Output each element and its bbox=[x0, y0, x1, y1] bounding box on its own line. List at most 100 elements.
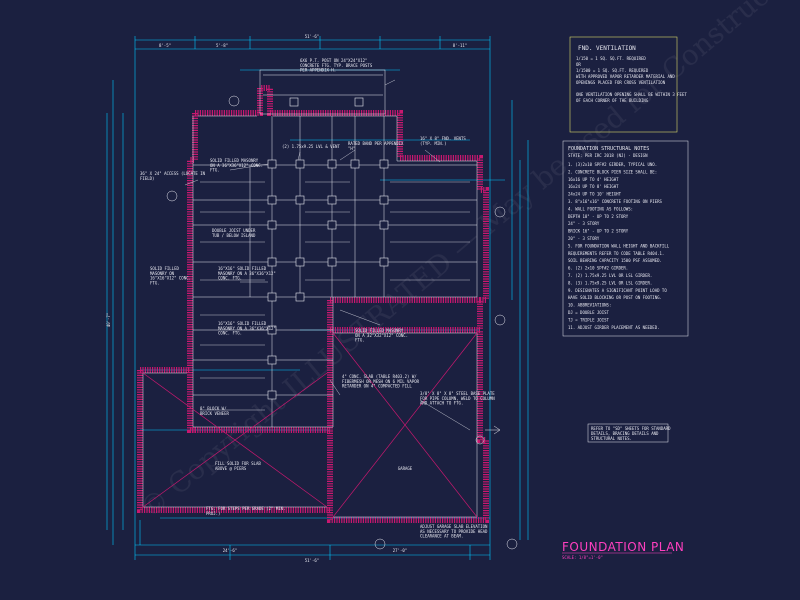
struct-lines-line: BRICK 16" - UP TO 2 STORY bbox=[568, 229, 629, 234]
ventilation-notes-box bbox=[569, 36, 678, 133]
reference-note-line: DETAILS, BRACING DETAILS AND bbox=[591, 431, 659, 436]
struct-lines-line: HAVE SOLID BLOCKING OR POST ON FOOTING. bbox=[568, 295, 662, 300]
reference-note: REFER TO "SD" SHEETS FOR STANDARDDETAILS… bbox=[591, 426, 671, 441]
struct-lines-line: 11. ADJUST GIRDER PLACEMENT AS NEEDED. bbox=[568, 325, 660, 330]
callout-crawl-access: FIELD) bbox=[140, 176, 154, 181]
foundation-outlines bbox=[142, 69, 478, 518]
structural-notes-box bbox=[562, 140, 689, 337]
callout-vents: (TYP. MIN.) bbox=[420, 141, 447, 146]
dim-bottom-right: 27'-0" bbox=[393, 548, 407, 553]
structural-title: FOUNDATION STRUCTURAL NOTES bbox=[568, 146, 649, 152]
reference-note-box bbox=[587, 423, 669, 443]
struct-lines-line: TJ = TRIPLE JOIST bbox=[568, 317, 610, 322]
struct-lines-line: 6. (2) 2x10 SPF#2 GIRDER. bbox=[568, 266, 628, 271]
dim-top: 51'-6" bbox=[305, 34, 319, 39]
struct-lines-line: DEPTH 18" - UP TO 2 STORY bbox=[568, 214, 629, 219]
callouts bbox=[184, 79, 471, 431]
section-markers bbox=[166, 95, 518, 550]
vent-lines-line: 1/1500 = 1 SQ. SQ.FT. REQUIRED bbox=[576, 68, 649, 73]
callout-rated-band: "H" bbox=[348, 146, 355, 151]
struct-lines-line: 10. ABBREVIATIONS: bbox=[568, 303, 611, 308]
callout-solid-pier-2: MASONRY ON A 36"X36"X12" bbox=[218, 271, 276, 276]
callout-steps: PROJ.) bbox=[206, 511, 220, 516]
struct-lines-line: 20" - 3 STORY bbox=[568, 236, 600, 241]
callout-solid-masonry: ON A 32"X32"X12" CONC. bbox=[355, 333, 408, 338]
struct-lines-line: 8. (3) 1.75x9.25 LVL OR LSL GIRDER. bbox=[568, 280, 652, 285]
dim-top-left: 8'-5" bbox=[159, 43, 171, 48]
callout-garage-slab: CLEARANCE AT BEAM. bbox=[420, 534, 463, 539]
structural-subtitle: STATE: PER IRC 2018 (NJ) - DESIGN bbox=[568, 153, 648, 158]
callout-solid-pier-2: CONC. FTG. bbox=[218, 276, 242, 281]
callout-slab: RETARDER ON 4" COMPACTED FILL bbox=[342, 384, 412, 389]
sheet-scale: SCALE: 1/8"=1'-0" bbox=[562, 555, 603, 560]
callout-slab: FIBERMESH OR MESH ON 6 MIL VAPOR bbox=[342, 379, 420, 384]
callout-base-plate: FOR PIPE COLUMN, WELD TO COLUMN bbox=[420, 396, 495, 401]
dim-bottom-left: 24'-6" bbox=[223, 548, 237, 553]
struct-lines-line: 24x24 UP TO 10' HEIGHT bbox=[568, 192, 622, 197]
vent-lines-line: ONE VENTILATION OPENING SHALL BE WITHIN … bbox=[576, 92, 687, 97]
callout-solid-pier-3: CONC. FTG. bbox=[218, 331, 242, 336]
vent-lines-line: OR bbox=[576, 62, 581, 67]
callout-fill: FILL SOLID FOR SLAB bbox=[215, 461, 261, 466]
callout-fill-masonry: FTG. bbox=[150, 280, 160, 285]
dim-top-mid: 5'-8" bbox=[216, 43, 228, 48]
callout-fill-masonry: 16"X16"X12" CONC. bbox=[150, 276, 191, 281]
piers bbox=[267, 97, 389, 400]
struct-lines-line: SOIL BEARING CAPACITY 1500 PSF ASSUMED. bbox=[568, 258, 662, 263]
callout-fill: ABOVE @ PIERS bbox=[215, 466, 247, 471]
callout-brick: 8" BLOCK W/ bbox=[200, 406, 227, 411]
callout-double-joist: TUB / BELOW ISLAND bbox=[212, 233, 256, 238]
dim-bottom: 51'-6" bbox=[305, 558, 319, 563]
callout-solid-pier-2: 16"X16" SOLID FILLED bbox=[218, 266, 267, 271]
struct-lines-line: 24" - 3 STORY bbox=[568, 221, 600, 226]
girder-arrows bbox=[475, 425, 501, 445]
callout-solid-pier-1: FTG. bbox=[210, 168, 220, 173]
callout-solid-pier-3: MASONRY ON A 36"X36"X12" bbox=[218, 326, 276, 331]
ventilation-title: FND. VENTILATION bbox=[578, 45, 636, 52]
callout-solid-pier-1: ON A 36"X36"X12" CONC. bbox=[210, 163, 263, 168]
callout-fill-masonry: MASONRY ON bbox=[150, 271, 175, 276]
callout-solid-pier-1: SOLID FILLED MASONRY bbox=[210, 158, 259, 163]
callout-base-plate: 3/8" X 8" X 8" STEEL BASE PLATE bbox=[420, 391, 495, 396]
struct-lines-line: DJ = DOUBLE JOIST bbox=[568, 310, 610, 315]
callout-crawl-access: 36" X 24" ACCESS (LOCATE IN bbox=[140, 171, 206, 176]
struct-lines-line: 16x24 UP TO 8' HEIGHT bbox=[568, 184, 619, 189]
callout-slab: 4" CONC. SLAB (TABLE R403.2) W/ bbox=[342, 374, 417, 379]
callout-solid-pier-3: 16"X16" SOLID FILLED bbox=[218, 321, 267, 326]
struct-lines-line: 16x16 UP TO 4' HEIGHT bbox=[568, 177, 619, 182]
vent-lines-line: OPENINGS PLACED FOR CROSS VENTILATION bbox=[576, 80, 666, 85]
callout-vents: 16" X 8" FND. VENTS bbox=[420, 136, 466, 141]
dim-top-right: 8'-11" bbox=[453, 43, 467, 48]
joist-arrows bbox=[200, 181, 470, 411]
callout-base-plate: AND ATTACH TO FTG. bbox=[420, 401, 463, 406]
struct-lines-line: 7. (2) 1.75x9.25 LVL OR LSL GIRDER. bbox=[568, 273, 652, 278]
vent-lines-line: OF EACH CORNER OF THE BUILDING bbox=[576, 98, 649, 103]
callout-brick: BRICK VENEER bbox=[200, 411, 229, 416]
struct-lines-line: 9. DESIGNATES A SIGNIFICANT POINT LOAD T… bbox=[568, 288, 667, 293]
callout-solid-masonry: SOLID FILLED MASONRY bbox=[355, 328, 404, 333]
label-garage: GARAGE bbox=[398, 466, 413, 471]
callout-garage-slab: ADJUST GARAGE SLAB ELEVATION bbox=[420, 524, 488, 529]
callout-porch-post: CONCRETE FTG. TYP. BRACE POSTS bbox=[300, 63, 373, 68]
callout-porch-post: 6X6 P.T. POST ON 24"X24"X12" bbox=[300, 58, 367, 63]
callout-girder: (2) 1.75x9.25 LVL & VENT bbox=[282, 144, 340, 149]
callout-steps: FTG. FOR STEPS PER GRADE (2" MIN. bbox=[206, 506, 285, 511]
callout-porch-post: PER APPENDIX H. bbox=[300, 68, 336, 73]
struct-lines-line: 3. 8"x16"x16" CONCRETE FOOTING ON PIERS bbox=[568, 199, 663, 204]
struct-lines-line: 1. (3)2x10 SPF#2 GIRDER, TYPICAL UNO. bbox=[568, 162, 657, 167]
structural-notes: 1. (3)2x10 SPF#2 GIRDER, TYPICAL UNO. 2. … bbox=[568, 162, 670, 330]
struct-lines-line: 2. CONCRETE BLOCK PIER SIZE SHALL BE: bbox=[568, 169, 657, 174]
callout-fill-masonry: SOLID FILLED bbox=[150, 266, 179, 271]
sheet-title: FOUNDATION PLAN bbox=[562, 540, 684, 554]
callout-garage-slab: AS NECESSARY TO PROVIDE HEAD bbox=[420, 529, 488, 534]
callout-solid-masonry: FTG. bbox=[355, 338, 365, 343]
reference-note-line: STRUCTURAL NOTES. bbox=[591, 436, 632, 441]
slab-diagonals bbox=[142, 332, 478, 518]
struct-lines-line: 4. WALL FOOTING AS FOLLOWS: bbox=[568, 206, 633, 211]
callout-rated-band: RATED BAND PER APPENDIX bbox=[348, 141, 404, 146]
struct-lines-line: 5. FOR FOUNDATION WALL HEIGHT AND BACKFI… bbox=[568, 243, 670, 248]
struct-lines-line: REQUIREMENTS REFER TO CODE TABLE R404.1. bbox=[568, 251, 664, 256]
